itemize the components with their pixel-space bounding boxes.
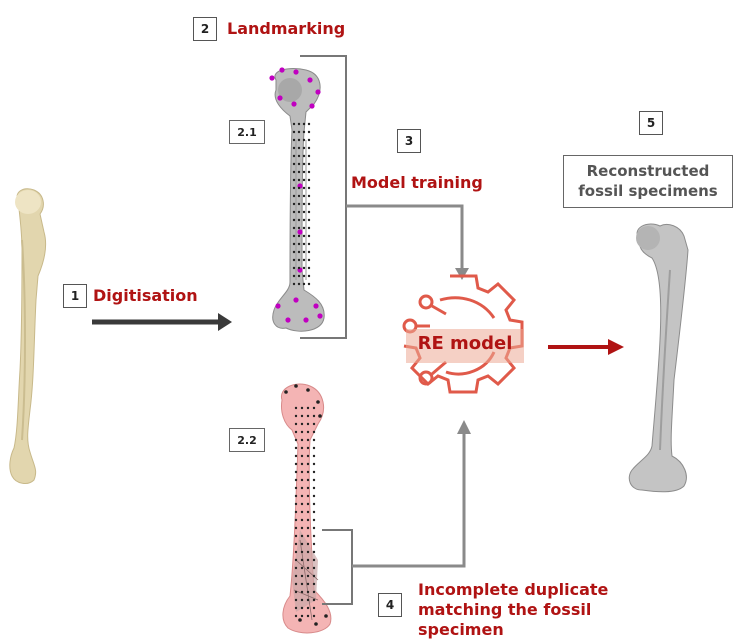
step-2-1-number-box: 2.1 (229, 120, 265, 144)
reconstructed-femur-model (629, 224, 688, 492)
step-2-1-number: 2.1 (237, 126, 257, 139)
incomplete-region-bracket (322, 530, 352, 604)
step-4-number: 4 (386, 598, 394, 612)
step-2-number: 2 (201, 22, 209, 36)
step-4-label-line-1: Incomplete duplicate (418, 580, 608, 600)
step-5-label-line-2: fossil specimens (564, 181, 732, 201)
step-2-2-number: 2.2 (237, 434, 257, 447)
arrow-digitisation (92, 313, 232, 331)
arrow-incomplete-duplicate (352, 420, 471, 566)
step-4-label-line-2: matching the fossil (418, 600, 608, 620)
step-3-number-box: 3 (397, 129, 421, 153)
step-1-number-box: 1 (63, 284, 87, 308)
step-5-number-box: 5 (639, 111, 663, 135)
photo-femur-image (10, 189, 46, 484)
arrow-model-training (346, 206, 469, 280)
step-4-label: Incomplete duplicate matching the fossil… (418, 580, 608, 640)
step-5-number: 5 (647, 116, 655, 130)
step-3-label: Model training (351, 173, 483, 192)
incomplete-duplicate-femur-model (281, 384, 330, 633)
step-4-number-box: 4 (378, 593, 402, 617)
step-4-label-line-3: specimen (418, 620, 608, 640)
step-3-number: 3 (405, 134, 413, 148)
step-1-label: Digitisation (93, 286, 198, 305)
landmarked-femur-model (273, 68, 324, 331)
step-1-number: 1 (71, 289, 79, 303)
step-5-label-line-1: Reconstructed (564, 161, 732, 181)
step-5-label-box: Reconstructed fossil specimens (563, 155, 733, 208)
step-2-number-box: 2 (193, 17, 217, 41)
step-2-label: Landmarking (227, 19, 345, 38)
step-2-2-number-box: 2.2 (229, 428, 265, 452)
re-model-label: RE model (406, 333, 524, 354)
arrow-reconstruction (548, 339, 624, 355)
